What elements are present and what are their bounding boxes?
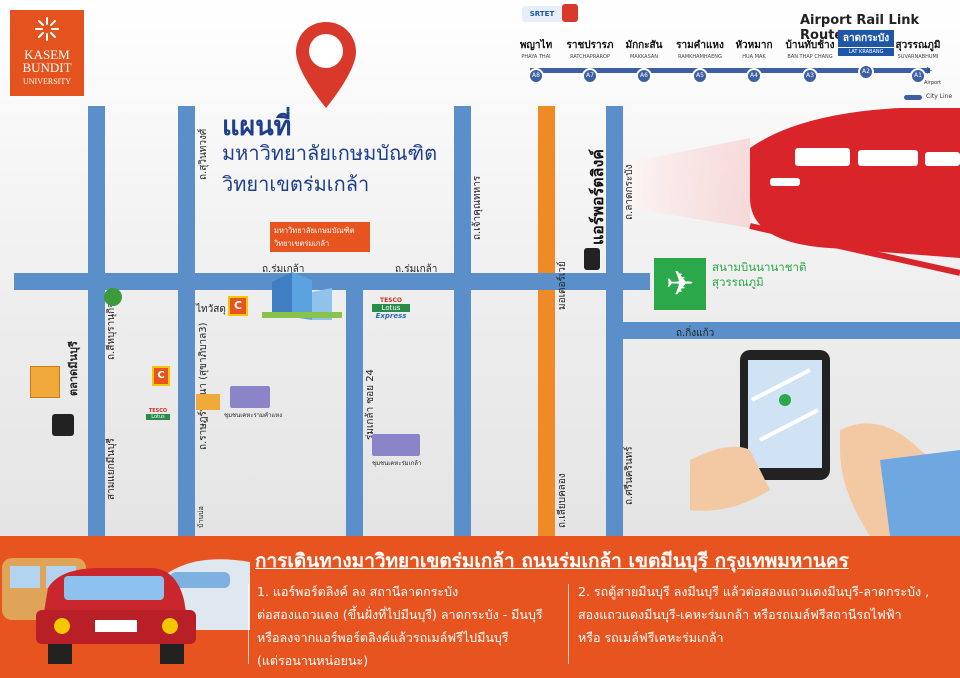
directions-1-line3: หรือลงจากแอร์พอร์ตลิงค์แล้วรถเมล์ฟรีไปมี… xyxy=(257,630,509,645)
label-motorway: มอเตอร์เวย์ xyxy=(557,261,568,310)
map-pin-icon xyxy=(296,22,356,108)
lotus-text: Lotus xyxy=(372,304,410,312)
label-airport-name-1: สนามบินนานาชาติ xyxy=(712,260,807,274)
road-romklao-main xyxy=(14,273,650,290)
label-suwinthawong: ถ.สุวินทวงศ์ xyxy=(198,128,209,180)
label-lamnong: ถ.เลียบคลอง xyxy=(557,473,568,528)
tesco-small-text: TESCO xyxy=(148,408,168,414)
airport-link-train-illustration xyxy=(600,108,960,276)
express-text: Express xyxy=(375,312,407,320)
sunburst-icon xyxy=(35,17,59,41)
tree-icon xyxy=(104,288,122,306)
label-seeniyom: ถ.สีหบุรานุกิจ xyxy=(106,301,117,360)
map-title-line2: มหาวิทยาลัยเกษมบัณฑิต xyxy=(222,141,438,165)
label-chaemsamphan: สามแยกมีนบุรี xyxy=(106,438,117,500)
label-romklao-1: ถ.ร่มเกล้า xyxy=(262,264,305,275)
university-building-icon[interactable] xyxy=(262,262,342,322)
label-airport-name-2: สุวรรณภูมิ xyxy=(712,275,764,289)
university-callout-line2: วิทยาเขตร่มเกล้า xyxy=(274,239,330,248)
road-chaokhun-thahan xyxy=(454,106,471,536)
community-2-icon xyxy=(372,434,420,456)
label-airport-link: แอร์พอร์ตลิงค์ xyxy=(588,149,607,245)
directions-divider-2 xyxy=(568,584,569,664)
directions-2-line3: หรือ รถเมล์ฟรีเคหะร่มเกล้า xyxy=(578,630,724,645)
srtet-logo: SRTET xyxy=(522,6,562,22)
road-romklao-soi24 xyxy=(346,282,363,536)
tesco-text: TESCO xyxy=(379,297,403,304)
train-small-icon xyxy=(562,4,578,22)
directions-1-line4: (แต่รอนานหน่อยนะ) xyxy=(257,653,369,668)
label-community-1: ชุมชนเคหะรามคำแหง xyxy=(224,412,283,419)
airport-icon[interactable]: ✈ xyxy=(654,258,706,310)
label-kingkaew: ถ.กิ่งแก้ว xyxy=(676,328,715,339)
directions-title: การเดินทางมาวิทยาเขตร่มเกล้า ถนนร่มเกล้า… xyxy=(255,550,849,572)
road-motorway xyxy=(538,106,555,536)
market-icon xyxy=(30,366,60,398)
train-station-icon xyxy=(584,248,600,270)
kasem-bundit-logo[interactable]: KASEM BUNDIT UNIVERSITY xyxy=(10,10,84,96)
thai-watsadu-icon: C xyxy=(228,296,248,316)
road-latkrabang xyxy=(606,106,623,536)
road-kingkaew xyxy=(622,322,960,339)
rail-route-title: Airport Rail Link Route xyxy=(800,13,920,43)
label-minburi-market: ตลาดมีนบุรี xyxy=(67,341,80,396)
community-1-icon xyxy=(230,386,270,408)
label-bangchan: บ้านบ่อ xyxy=(197,506,205,528)
map-title-line1: แผนที่ xyxy=(222,111,292,142)
logo-line1: KASEM xyxy=(24,47,70,62)
lotus-small-text: Lotus xyxy=(146,414,170,420)
city-line-label: City Line xyxy=(926,93,953,100)
tesco-lotus-express[interactable]: TESCO Lotus Express xyxy=(372,297,410,325)
logo-line3: UNIVERSITY xyxy=(23,77,71,86)
road-seeniyom xyxy=(88,106,105,536)
airplane-icon: ✈ xyxy=(924,66,933,77)
community-block xyxy=(196,394,220,410)
directions-2-line1: 2. รถตู้สายมีนบุรี ลงมีนบุรี แล้วต่อสองแ… xyxy=(578,584,930,599)
label-srinakarin: ถ.ศรีนครินทร์ xyxy=(624,446,635,505)
phone-in-hands-illustration xyxy=(690,350,960,536)
label-chaokhun-thahan: ถ.เจ้าคุณทหาร xyxy=(472,175,483,240)
university-callout[interactable]: มหาวิทยาลัยเกษมบัณฑิต วิทยาเขตร่มเกล้า xyxy=(270,222,370,252)
directions-2-line2: สองแถวแดงมีนบุรี-เคหะร่มเกล้า หรือรถเมล์… xyxy=(578,607,902,622)
tesco-lotus-small[interactable]: TESCO Lotus xyxy=(146,408,170,420)
directions-1-line2: ต่อสองแถวแดง (ขึ้นฝั่งที่ไปมีนบุรี) ลาดก… xyxy=(257,607,543,622)
logo-line2: BUNDIT xyxy=(22,60,72,75)
directions-divider-1 xyxy=(248,584,249,664)
directions-option-2: 2. รถตู้สายมีนบุรี ลงมีนบุรี แล้วต่อสองแ… xyxy=(578,580,929,649)
bus-icon xyxy=(52,414,74,436)
road-suwinthawong xyxy=(178,106,195,536)
label-ratphatthana: ถ.ราษฎร์พัฒนา (สุขาภิบาล3) xyxy=(198,322,209,450)
directions-1-line1: 1. แอร์พอร์ตลิงค์ ลง สถานีลาดกระบัง xyxy=(257,584,459,599)
label-romklao-2: ถ.ร่มเกล้า xyxy=(395,264,438,275)
label-thai-watsadu: ไทวัสดุ xyxy=(196,304,226,315)
label-community-2: ชุมชนเคหะร่มเกล้า xyxy=(372,460,422,467)
label-latkrabang: ถ.ลาดกระบัง xyxy=(624,164,635,221)
rail-route-line xyxy=(530,68,930,73)
label-romklao-soi24: ร่มเกล้า ซอย 24 xyxy=(365,369,376,440)
campus-map: KASEM BUNDIT UNIVERSITY SRTET Airport Ra… xyxy=(0,0,960,536)
airport-label: Airport xyxy=(924,80,942,86)
vehicles-illustration xyxy=(2,558,250,664)
thai-watsadu-icon-2: C xyxy=(152,366,170,386)
map-title-line3: วิทยาเขตร่มเกล้า xyxy=(222,172,370,196)
university-callout-line1: มหาวิทยาลัยเกษมบัณฑิต xyxy=(274,226,355,235)
directions-option-1: 1. แอร์พอร์ตลิงค์ ลง สถานีลาดกระบัง ต่อส… xyxy=(257,580,543,672)
city-line-legend-icon xyxy=(904,95,922,100)
